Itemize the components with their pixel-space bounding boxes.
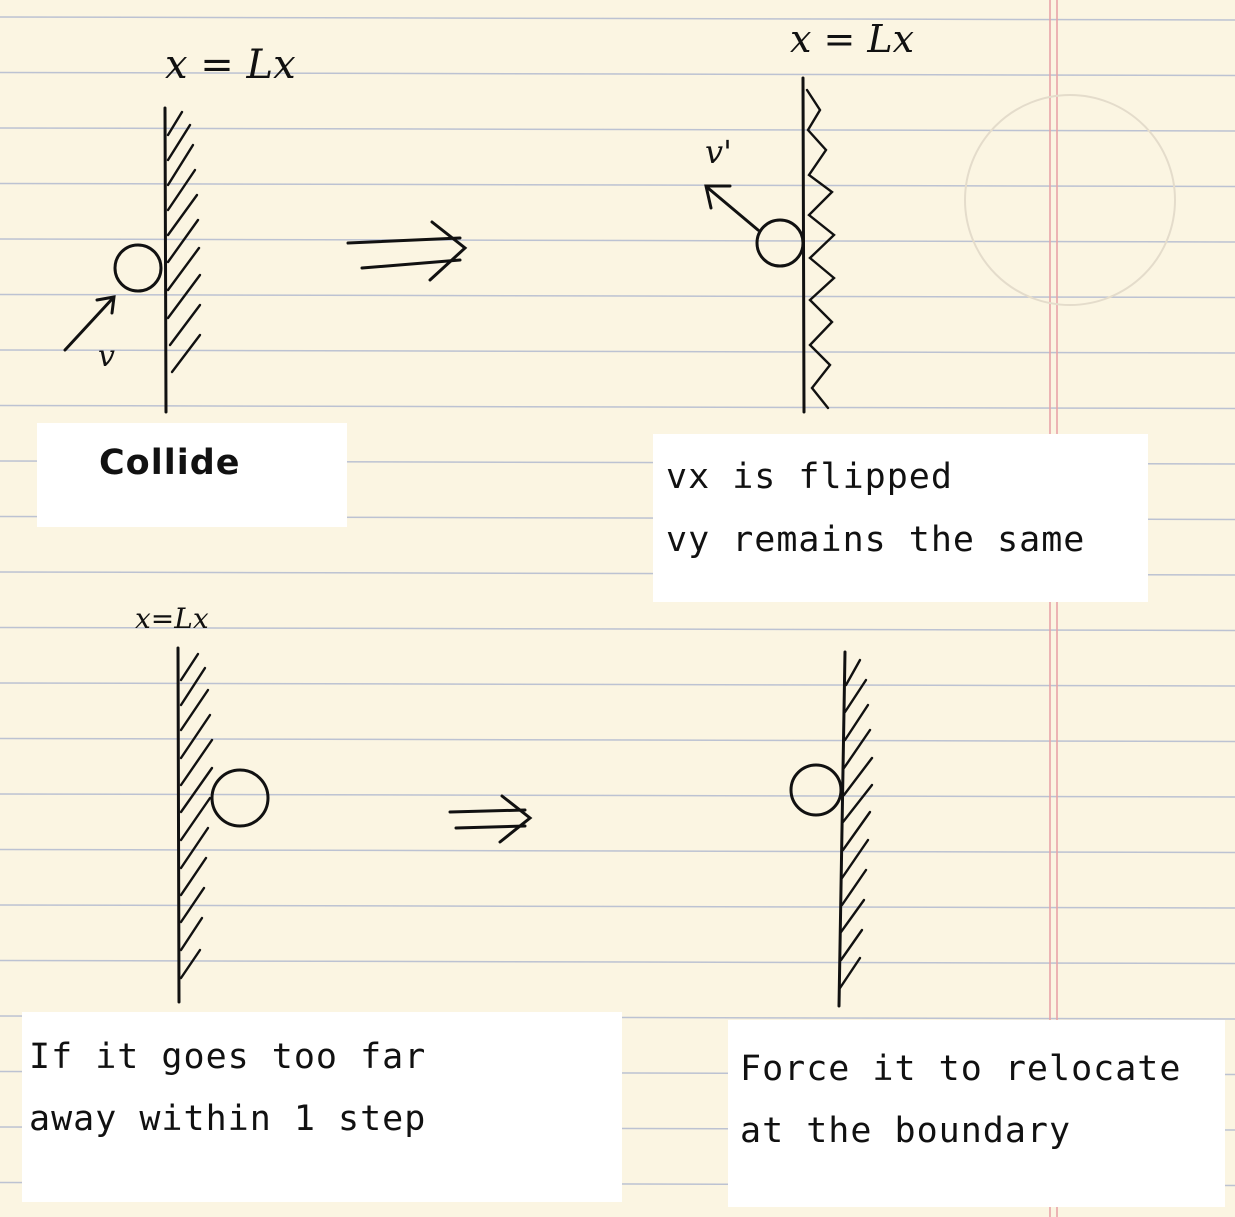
caption-overshoot: If it goes too far away within 1 step <box>22 1012 622 1202</box>
caption-line: Force it to relocate <box>740 1049 1182 1089</box>
ball <box>789 763 843 817</box>
velocity-arrow <box>63 296 115 352</box>
panel-collide-drawing <box>63 106 202 414</box>
ruled-line <box>0 793 1235 798</box>
panel-overshoot-drawing <box>176 646 270 1004</box>
wall-hatching <box>838 658 874 990</box>
wall-label: x=Lx <box>135 602 209 635</box>
wall <box>837 650 847 1008</box>
ruled-line <box>0 71 1235 77</box>
ball <box>755 218 805 268</box>
ruled-line <box>0 16 1235 21</box>
ruled-line <box>0 626 1235 632</box>
caption-relocate: Force it to relocate at the boundary <box>728 1020 1225 1207</box>
wall-hatching <box>179 652 214 980</box>
caption-line: vy remains the same <box>666 520 1086 560</box>
bleed-through-circle <box>964 94 1176 306</box>
velocity-label: v <box>98 339 115 374</box>
wall-hatching <box>805 88 836 410</box>
wall-hatching <box>166 110 202 374</box>
panel-relocate-drawing <box>789 650 874 1008</box>
ruled-line <box>0 737 1235 743</box>
implies-arrow <box>448 794 533 844</box>
ruled-line <box>0 682 1235 687</box>
ruled-line <box>0 848 1235 854</box>
wall-label: x = Lx <box>790 17 914 61</box>
velocity-arrow <box>706 186 760 232</box>
ruled-line <box>0 238 1235 243</box>
caption-reflected: vx is flipped vy remains the same <box>653 434 1148 602</box>
caption-line: vx is flipped <box>666 457 953 497</box>
velocity-label: v' <box>705 133 732 171</box>
ruled-line <box>0 127 1235 132</box>
ball <box>113 243 163 293</box>
ruled-line <box>0 182 1235 188</box>
panel-reflected-drawing <box>704 76 836 414</box>
wall-label: x = Lx <box>165 42 296 88</box>
ruled-line <box>0 959 1235 965</box>
ball <box>210 768 270 828</box>
caption-line: at the boundary <box>740 1111 1072 1151</box>
caption-line: away within 1 step <box>29 1099 427 1139</box>
implies-arrow <box>346 220 468 282</box>
ruled-line <box>0 404 1235 410</box>
caption-line: If it goes too far <box>29 1037 427 1077</box>
ruled-line <box>0 904 1235 909</box>
ruled-line <box>0 349 1235 354</box>
caption-line: Collide <box>99 443 241 483</box>
wall <box>163 106 168 414</box>
caption-collide: Collide <box>37 423 347 527</box>
wall <box>176 646 181 1004</box>
